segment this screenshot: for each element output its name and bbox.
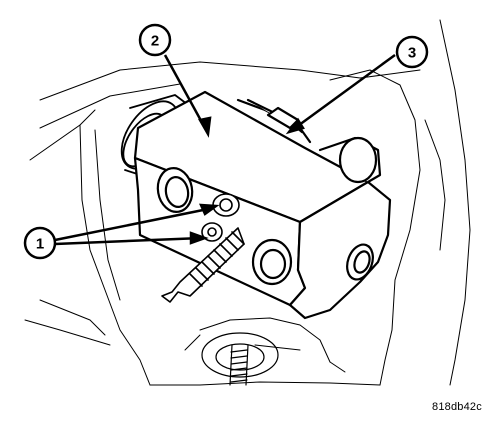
callout-2: 2 (138, 23, 172, 57)
callout-2-label: 2 (151, 33, 159, 50)
mounting-bolts (161, 193, 245, 303)
figure-code: 818db42c (432, 401, 482, 413)
callout-leaders (54, 53, 396, 246)
callout-1: 1 (23, 226, 57, 260)
expansion-valve-block (133, 90, 392, 320)
callout-3-label: 3 (408, 45, 416, 62)
callout-3: 3 (395, 35, 429, 69)
callout-1-label: 1 (36, 236, 44, 253)
lower-stud (201, 332, 279, 386)
